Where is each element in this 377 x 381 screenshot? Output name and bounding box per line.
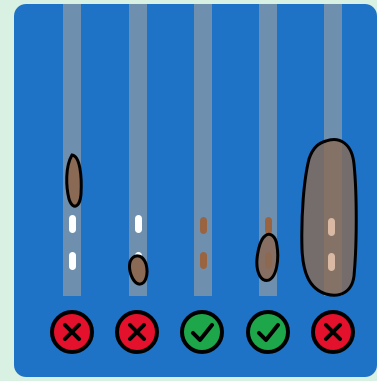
lane-1 (52, 4, 92, 352)
lane-2 (117, 4, 157, 352)
lane-3-marker-bottom (200, 252, 207, 269)
lane-4 (248, 4, 288, 352)
lane-1-status (52, 312, 92, 352)
lane-4-status-badge (248, 312, 288, 352)
lanes-diagram (14, 4, 377, 377)
lane-4-sample (257, 234, 278, 280)
lane-5 (302, 4, 356, 352)
lane-4-marker-top (265, 217, 272, 234)
lane-3-status-badge (182, 312, 222, 352)
lane-1-marker-top (69, 215, 76, 233)
lane-4-status (248, 312, 288, 352)
lane-3-status (182, 312, 222, 352)
lane-5-status (313, 312, 353, 352)
lane-5-sample (302, 140, 356, 296)
lane-2-sample (130, 256, 147, 284)
lane-2-marker-top (135, 215, 142, 233)
lane-3-marker-top (200, 217, 207, 234)
lane-1-marker-bottom (69, 252, 76, 270)
lane-5-marker-top (328, 218, 335, 236)
lane-1-sample (67, 155, 82, 206)
lane-2-status (117, 312, 157, 352)
lane-5-marker-bottom (328, 253, 335, 271)
diagram-panel (14, 4, 377, 377)
lane-3 (182, 4, 222, 352)
